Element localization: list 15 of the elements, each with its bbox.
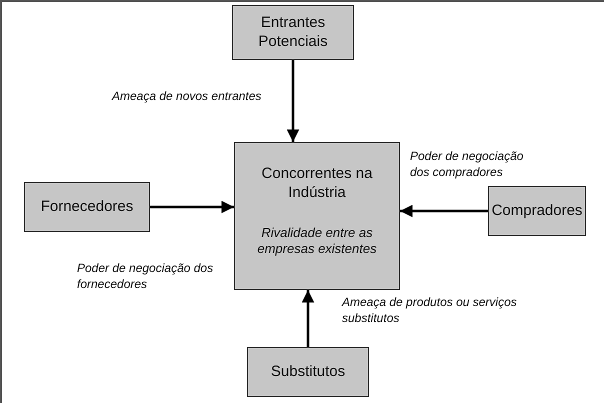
box-title: Concorrentes na Indústria xyxy=(260,165,374,202)
box-title: Substitutos xyxy=(270,362,346,382)
process-box xyxy=(232,5,354,60)
process-box xyxy=(488,186,586,236)
arrow xyxy=(286,60,300,142)
box-title: Fornecedores xyxy=(40,198,134,216)
arrow xyxy=(400,204,488,218)
arrow xyxy=(150,200,234,214)
box-description: Rivalidade entre as empresas existentes xyxy=(256,224,378,258)
box-title: Compradores xyxy=(492,202,582,220)
process-box xyxy=(234,142,400,290)
process-box xyxy=(24,182,150,232)
box-title: Entrantes Potenciais xyxy=(257,14,329,52)
process-box xyxy=(247,347,369,397)
arrow xyxy=(302,290,314,347)
